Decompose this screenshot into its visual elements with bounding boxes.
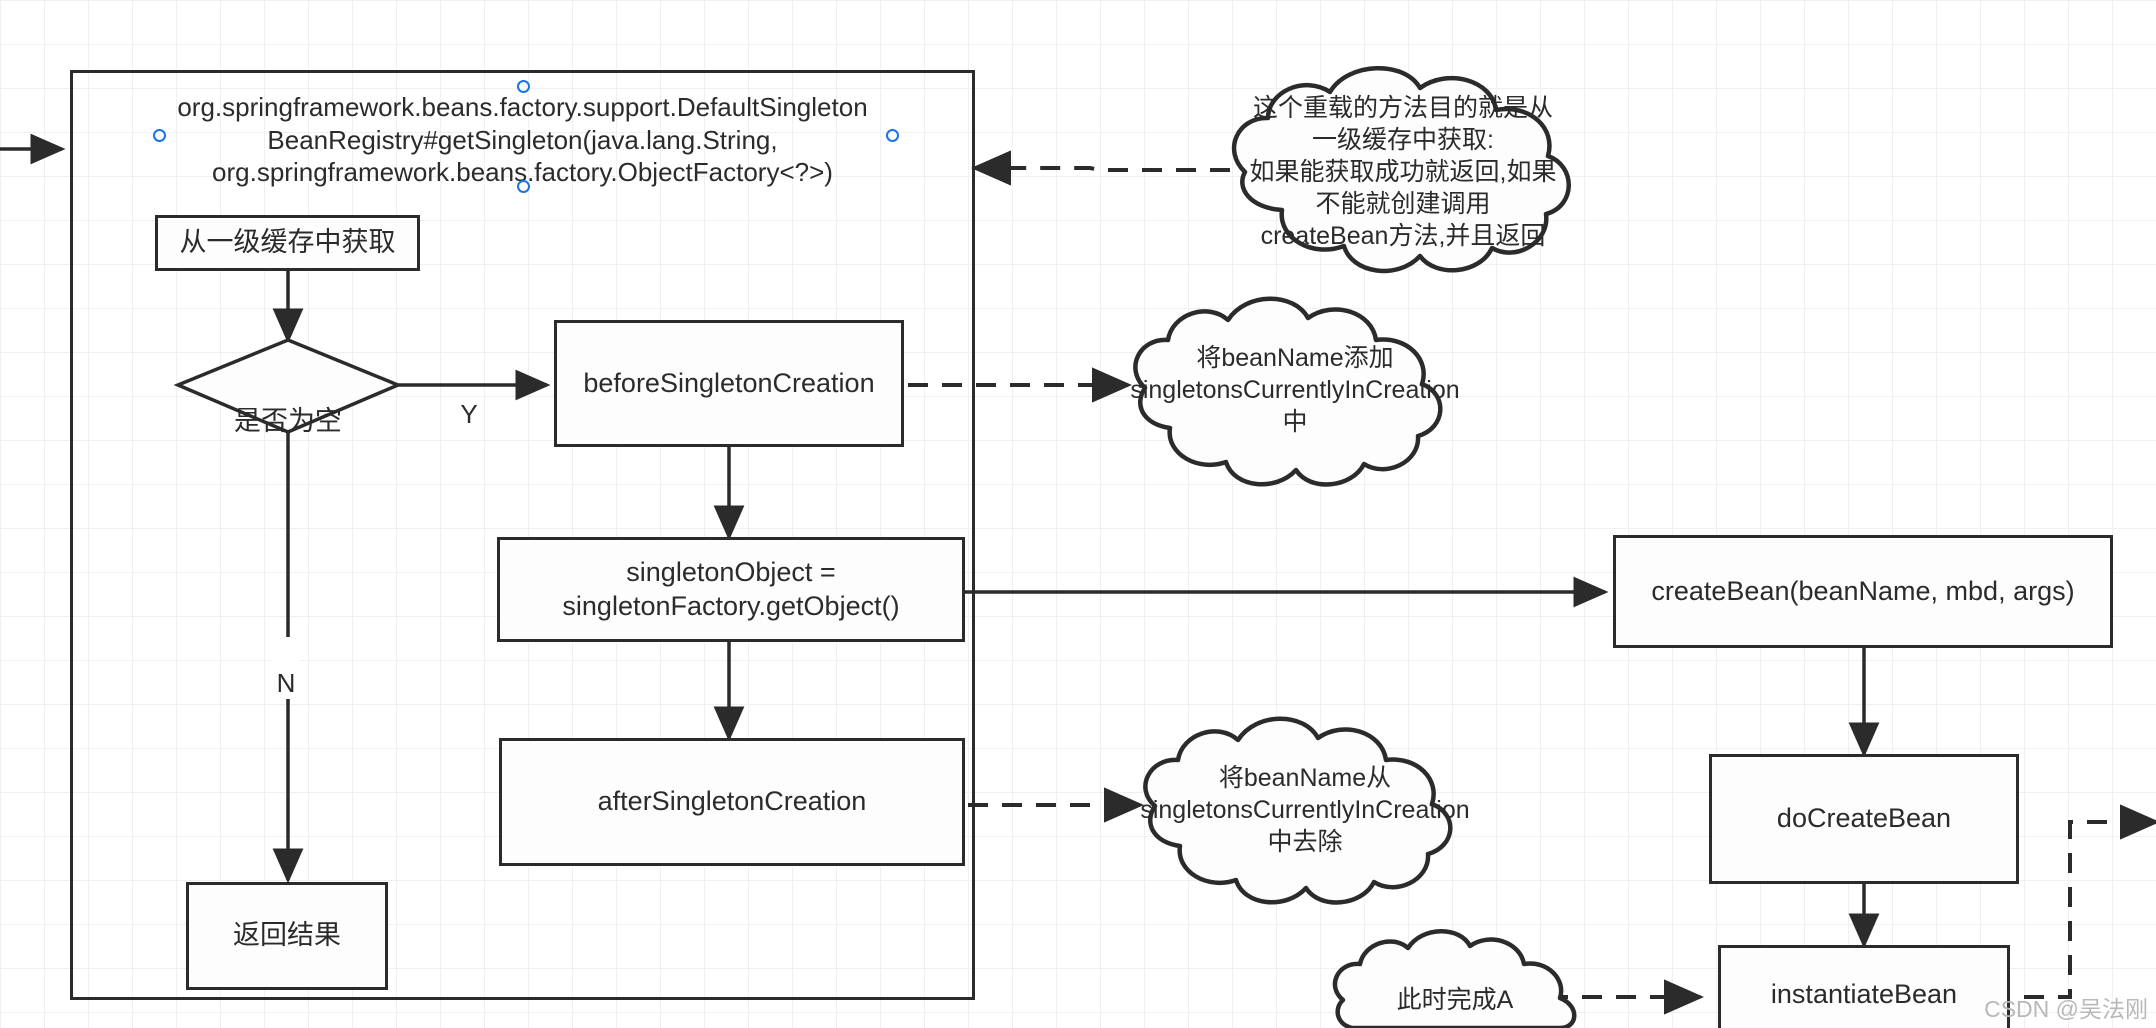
csdn-watermark-text: CSDN @吴法刚 <box>1984 996 2148 1022</box>
node-instantiate-bean-label: instantiateBean <box>1770 979 1958 1010</box>
decision-diamond-shape <box>173 338 403 434</box>
node-is-empty-decision-label: 是否为空 <box>234 406 342 436</box>
getsingleton-container-box[interactable]: org.springframework.beans.factory.suppor… <box>70 70 975 1000</box>
node-before-singleton-creation-label: beforeSingletonCreation <box>583 367 875 398</box>
node-singleton-object-assign[interactable]: singletonObject = singletonFactory.getOb… <box>497 537 965 642</box>
node-create-bean-label: createBean(beanName, mbd, args) <box>1651 575 2075 606</box>
cloud-shape-add-beanname <box>1133 296 1443 487</box>
node-after-singleton-creation-label: afterSingletonCreation <box>597 786 867 817</box>
getsingleton-container-label: org.springframework.beans.factory.suppor… <box>177 92 868 187</box>
node-after-singleton-creation[interactable]: afterSingletonCreation <box>499 738 965 866</box>
branch-label-no-text: N <box>276 668 296 698</box>
node-get-from-l1-cache[interactable]: 从一级缓存中获取 <box>155 215 420 271</box>
edge-instantiatebean-right-dashed <box>1990 804 2156 999</box>
node-singleton-object-assign-label: singletonObject = singletonFactory.getOb… <box>562 556 900 621</box>
branch-label-yes: Y <box>455 368 483 430</box>
node-instantiate-bean[interactable]: instantiateBean <box>1718 945 2010 1028</box>
node-before-singleton-creation[interactable]: beforeSingletonCreation <box>554 320 904 447</box>
edge-note-overload-dashed <box>971 150 1230 186</box>
cloud-shape-overload <box>1231 66 1571 274</box>
cloud-shape-remove-beanname <box>1143 716 1453 905</box>
node-do-create-bean[interactable]: doCreateBean <box>1709 754 2019 884</box>
node-create-bean[interactable]: createBean(beanName, mbd, args) <box>1613 535 2113 648</box>
selection-handle-left[interactable] <box>153 129 166 142</box>
branch-label-no: N <box>272 637 300 699</box>
node-is-empty-decision[interactable]: 是否为空 <box>208 368 368 438</box>
csdn-watermark: CSDN @吴法刚 <box>1984 990 2148 1024</box>
cloud-shape-finish-a <box>1332 929 1577 1028</box>
node-return-result-label: 返回结果 <box>233 920 341 951</box>
selection-handle-bottom[interactable] <box>517 180 530 193</box>
branch-label-yes-text: Y <box>460 399 478 429</box>
node-return-result[interactable]: 返回结果 <box>186 882 388 990</box>
selection-handle-right[interactable] <box>886 129 899 142</box>
selection-handle-top[interactable] <box>517 80 530 93</box>
node-do-create-bean-label: doCreateBean <box>1776 803 1952 834</box>
node-get-from-l1-cache-label: 从一级缓存中获取 <box>179 227 396 258</box>
